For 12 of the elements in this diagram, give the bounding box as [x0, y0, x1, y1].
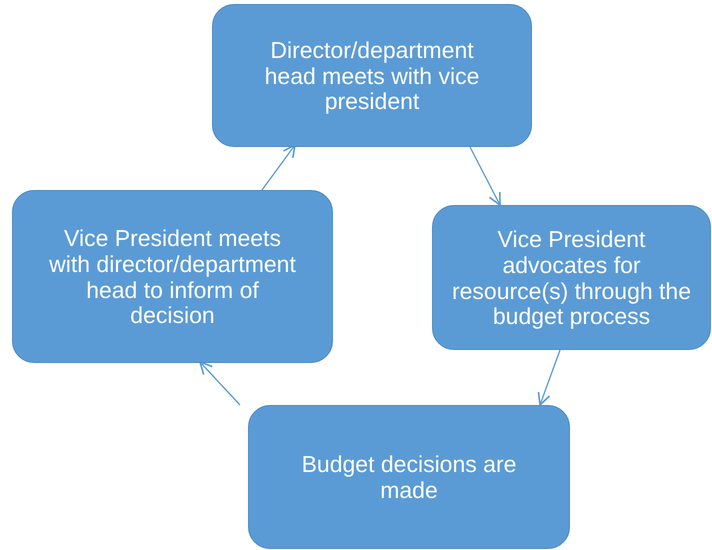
box-text: Vice President advocates for resource(s) through the budget process — [450, 226, 692, 330]
arrow — [261, 144, 296, 190]
arrow — [538, 350, 561, 406]
box-text: Vice President meets with director/department head to inform of decision — [48, 224, 297, 328]
process-box — [12, 190, 333, 363]
arrow — [469, 146, 501, 206]
box-text: Budget decisions are made — [300, 451, 518, 503]
arrow — [199, 361, 240, 406]
process-box — [212, 4, 532, 147]
box-text: Director/department head meets with vice president — [264, 36, 480, 114]
process-box — [248, 405, 570, 549]
process-box — [432, 205, 711, 350]
